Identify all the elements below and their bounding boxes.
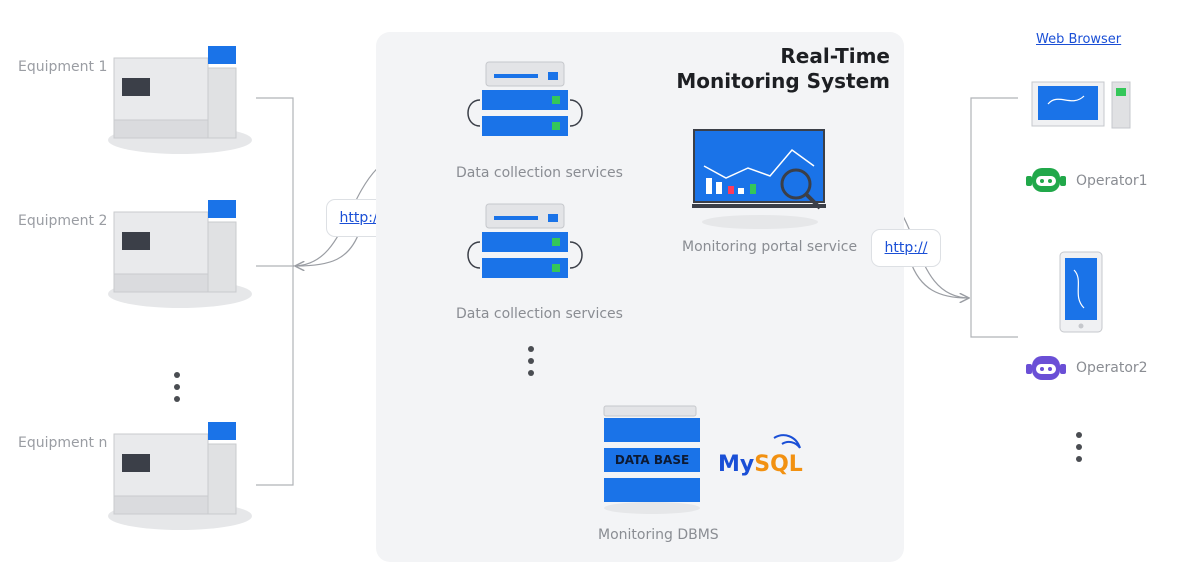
system-title-line1: Real-Time — [780, 44, 890, 68]
dbms-label: Monitoring DBMS — [598, 527, 719, 543]
equipment-n-machine — [108, 422, 252, 530]
mysql-logo-my: My — [718, 452, 755, 477]
ellipsis-dot — [174, 396, 180, 402]
tablet-device — [1059, 251, 1103, 333]
collection-service-2-label: Data collection services — [456, 306, 623, 322]
ellipsis-dot — [174, 384, 180, 390]
desktop-computer — [1031, 81, 1131, 129]
collection-server-2 — [467, 203, 583, 278]
operator1-robot-icon — [1026, 168, 1066, 192]
http-badge-right: http:// — [871, 229, 941, 267]
system-title-line2: Monitoring System — [676, 69, 890, 93]
ellipsis-dot — [1076, 456, 1082, 462]
database-label: DATA BASE — [604, 448, 700, 472]
equipment-bracket-line — [256, 97, 294, 486]
portal-monitor — [692, 129, 826, 229]
database-server — [603, 405, 700, 514]
ellipsis-dot — [528, 370, 534, 376]
monitoring-system-panel: Real-Time Monitoring System — [376, 32, 904, 562]
web-browser-link[interactable]: Web Browser — [1036, 32, 1122, 47]
collection-server-1 — [467, 61, 583, 136]
left-http-curve-back — [296, 229, 361, 266]
ellipsis-dot — [528, 358, 534, 364]
mysql-logo-sql: SQL — [754, 452, 803, 477]
operator2-robot-icon — [1026, 356, 1066, 380]
portal-service-label: Monitoring portal service — [682, 239, 858, 255]
mysql-dolphin-icon — [773, 434, 801, 449]
equipment-2-label: Equipment 2 — [18, 213, 108, 229]
equipment-1-machine — [108, 46, 252, 154]
operator2-label: Operator2 — [1076, 360, 1148, 376]
right-http-curve-out — [909, 259, 968, 298]
system-title: Real-Time Monitoring System — [676, 44, 890, 94]
ellipsis-dot — [528, 346, 534, 352]
ellipsis-dot — [1076, 444, 1082, 450]
mysql-logo: MySQL — [718, 452, 803, 477]
operator1-label: Operator1 — [1076, 173, 1148, 189]
ellipsis-dot — [1076, 432, 1082, 438]
ellipsis-dot — [174, 372, 180, 378]
equipment-2-machine — [108, 200, 252, 308]
equipment-1-label: Equipment 1 — [18, 59, 108, 75]
collection-service-1-label: Data collection services — [456, 165, 623, 181]
equipment-n-label: Equipment n — [18, 435, 108, 451]
browser-bracket-line — [970, 97, 1018, 338]
